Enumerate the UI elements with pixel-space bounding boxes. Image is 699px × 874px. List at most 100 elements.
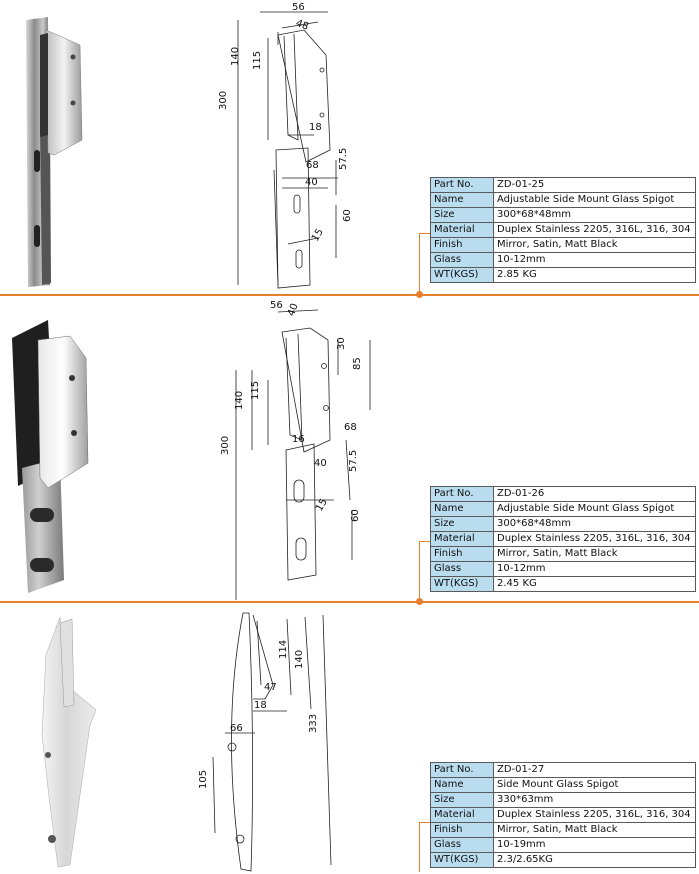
- product-section-2: 56 40 30 85 140 115 68 16 300 40 57.5 15…: [0, 300, 699, 603]
- technical-drawing-zd-01-26: [235, 309, 371, 600]
- spec-key: Name: [430, 192, 494, 208]
- spec-value: Side Mount Glass Spigot: [493, 777, 696, 793]
- spec-value: Mirror, Satin, Matt Black: [493, 237, 696, 253]
- spec-value: 10-19mm: [493, 837, 696, 853]
- technical-drawing-zd-01-25: [237, 11, 338, 289]
- spec-key: Part No.: [430, 486, 494, 502]
- spec-value: 300*68*48mm: [493, 516, 696, 532]
- spec-key: WT(KGS): [430, 576, 494, 592]
- technical-drawing-zd-01-27: [212, 612, 332, 872]
- dim-30: 30: [336, 337, 347, 350]
- spec-key: Glass: [430, 837, 494, 853]
- spec-value: ZD-01-26: [493, 486, 696, 502]
- spec-value: 300*68*48mm: [493, 207, 696, 223]
- dim-140: 140: [294, 649, 305, 669]
- spec-key: Size: [430, 207, 494, 223]
- spec-row-part-no: Part No.ZD-01-25: [430, 177, 696, 193]
- spec-row-weight: WT(KGS)2.85 KG: [430, 267, 696, 283]
- spec-key: Material: [430, 222, 494, 238]
- spec-row-part-no: Part No.ZD-01-26: [430, 486, 696, 502]
- spec-key: Part No.: [430, 762, 494, 778]
- dim-105: 105: [198, 769, 209, 789]
- dim-57-5: 57.5: [348, 449, 359, 472]
- dim-114: 114: [278, 639, 289, 659]
- dim-300: 300: [220, 435, 231, 455]
- section-divider: [0, 294, 699, 296]
- spec-key: Glass: [430, 561, 494, 577]
- spec-value: Mirror, Satin, Matt Black: [493, 822, 696, 838]
- spec-key: WT(KGS): [430, 267, 494, 283]
- spec-key: Finish: [430, 546, 494, 562]
- spec-row-weight: WT(KGS)2.45 KG: [430, 576, 696, 592]
- spec-key: Finish: [430, 237, 494, 253]
- dim-40-mid: 40: [314, 458, 327, 469]
- spec-key: Name: [430, 501, 494, 517]
- dim-47: 47: [264, 682, 277, 693]
- section-divider: [0, 601, 699, 603]
- dim-68: 68: [306, 160, 319, 171]
- product-section-3: 114 140 47 18 66 333 105 Part No.ZD-01-2…: [0, 607, 699, 874]
- spec-key: Name: [430, 777, 494, 793]
- spec-key: Glass: [430, 252, 494, 268]
- dim-68: 68: [344, 422, 357, 433]
- dim-115: 115: [250, 380, 261, 400]
- leader-line: [419, 822, 430, 823]
- dim-40: 40: [305, 177, 318, 188]
- dim-66: 66: [230, 723, 243, 734]
- spec-value: Adjustable Side Mount Glass Spigot: [493, 192, 696, 208]
- spec-key: Size: [430, 516, 494, 532]
- spec-value: 2.45 KG: [493, 576, 696, 592]
- leader-line: [419, 822, 420, 872]
- spec-key: Size: [430, 792, 494, 808]
- product-section-1: 56 48 140 115 300 18 68 40 57.5 60 15 Pa…: [0, 0, 699, 300]
- spec-value: 10-12mm: [493, 561, 696, 577]
- dim-333: 333: [308, 713, 319, 733]
- spec-value: Mirror, Satin, Matt Black: [493, 546, 696, 562]
- product-photo-zd-01-25: [26, 17, 83, 287]
- spec-value: 2.3/2.65KG: [493, 852, 696, 868]
- dim-60: 60: [350, 509, 361, 522]
- product-photo-zd-01-26: [12, 320, 89, 593]
- spec-value: Duplex Stainless 2205, 316L, 316, 304: [493, 531, 696, 547]
- spec-key: Material: [430, 807, 494, 823]
- dim-16: 16: [292, 434, 305, 445]
- dim-85: 85: [352, 357, 363, 370]
- spec-value: Duplex Stainless 2205, 316L, 316, 304: [493, 222, 696, 238]
- spec-value: Adjustable Side Mount Glass Spigot: [493, 501, 696, 517]
- divider-dot: [416, 291, 423, 298]
- spec-row-part-no: Part No.ZD-01-27: [430, 762, 696, 778]
- spec-row-weight: WT(KGS)2.3/2.65KG: [430, 852, 696, 868]
- dim-140: 140: [234, 390, 245, 410]
- product-photo-zd-01-27: [41, 616, 97, 868]
- spec-key: Material: [430, 531, 494, 547]
- spec-value: 10-12mm: [493, 252, 696, 268]
- spec-value: Duplex Stainless 2205, 316L, 316, 304: [493, 807, 696, 823]
- leader-line: [419, 233, 430, 234]
- spec-key: WT(KGS): [430, 852, 494, 868]
- dim-18: 18: [309, 122, 322, 133]
- spec-value: 2.85 KG: [493, 267, 696, 283]
- dim-56: 56: [292, 2, 305, 13]
- dim-140: 140: [230, 46, 241, 66]
- spec-value: 330*63mm: [493, 792, 696, 808]
- dim-300: 300: [218, 90, 229, 110]
